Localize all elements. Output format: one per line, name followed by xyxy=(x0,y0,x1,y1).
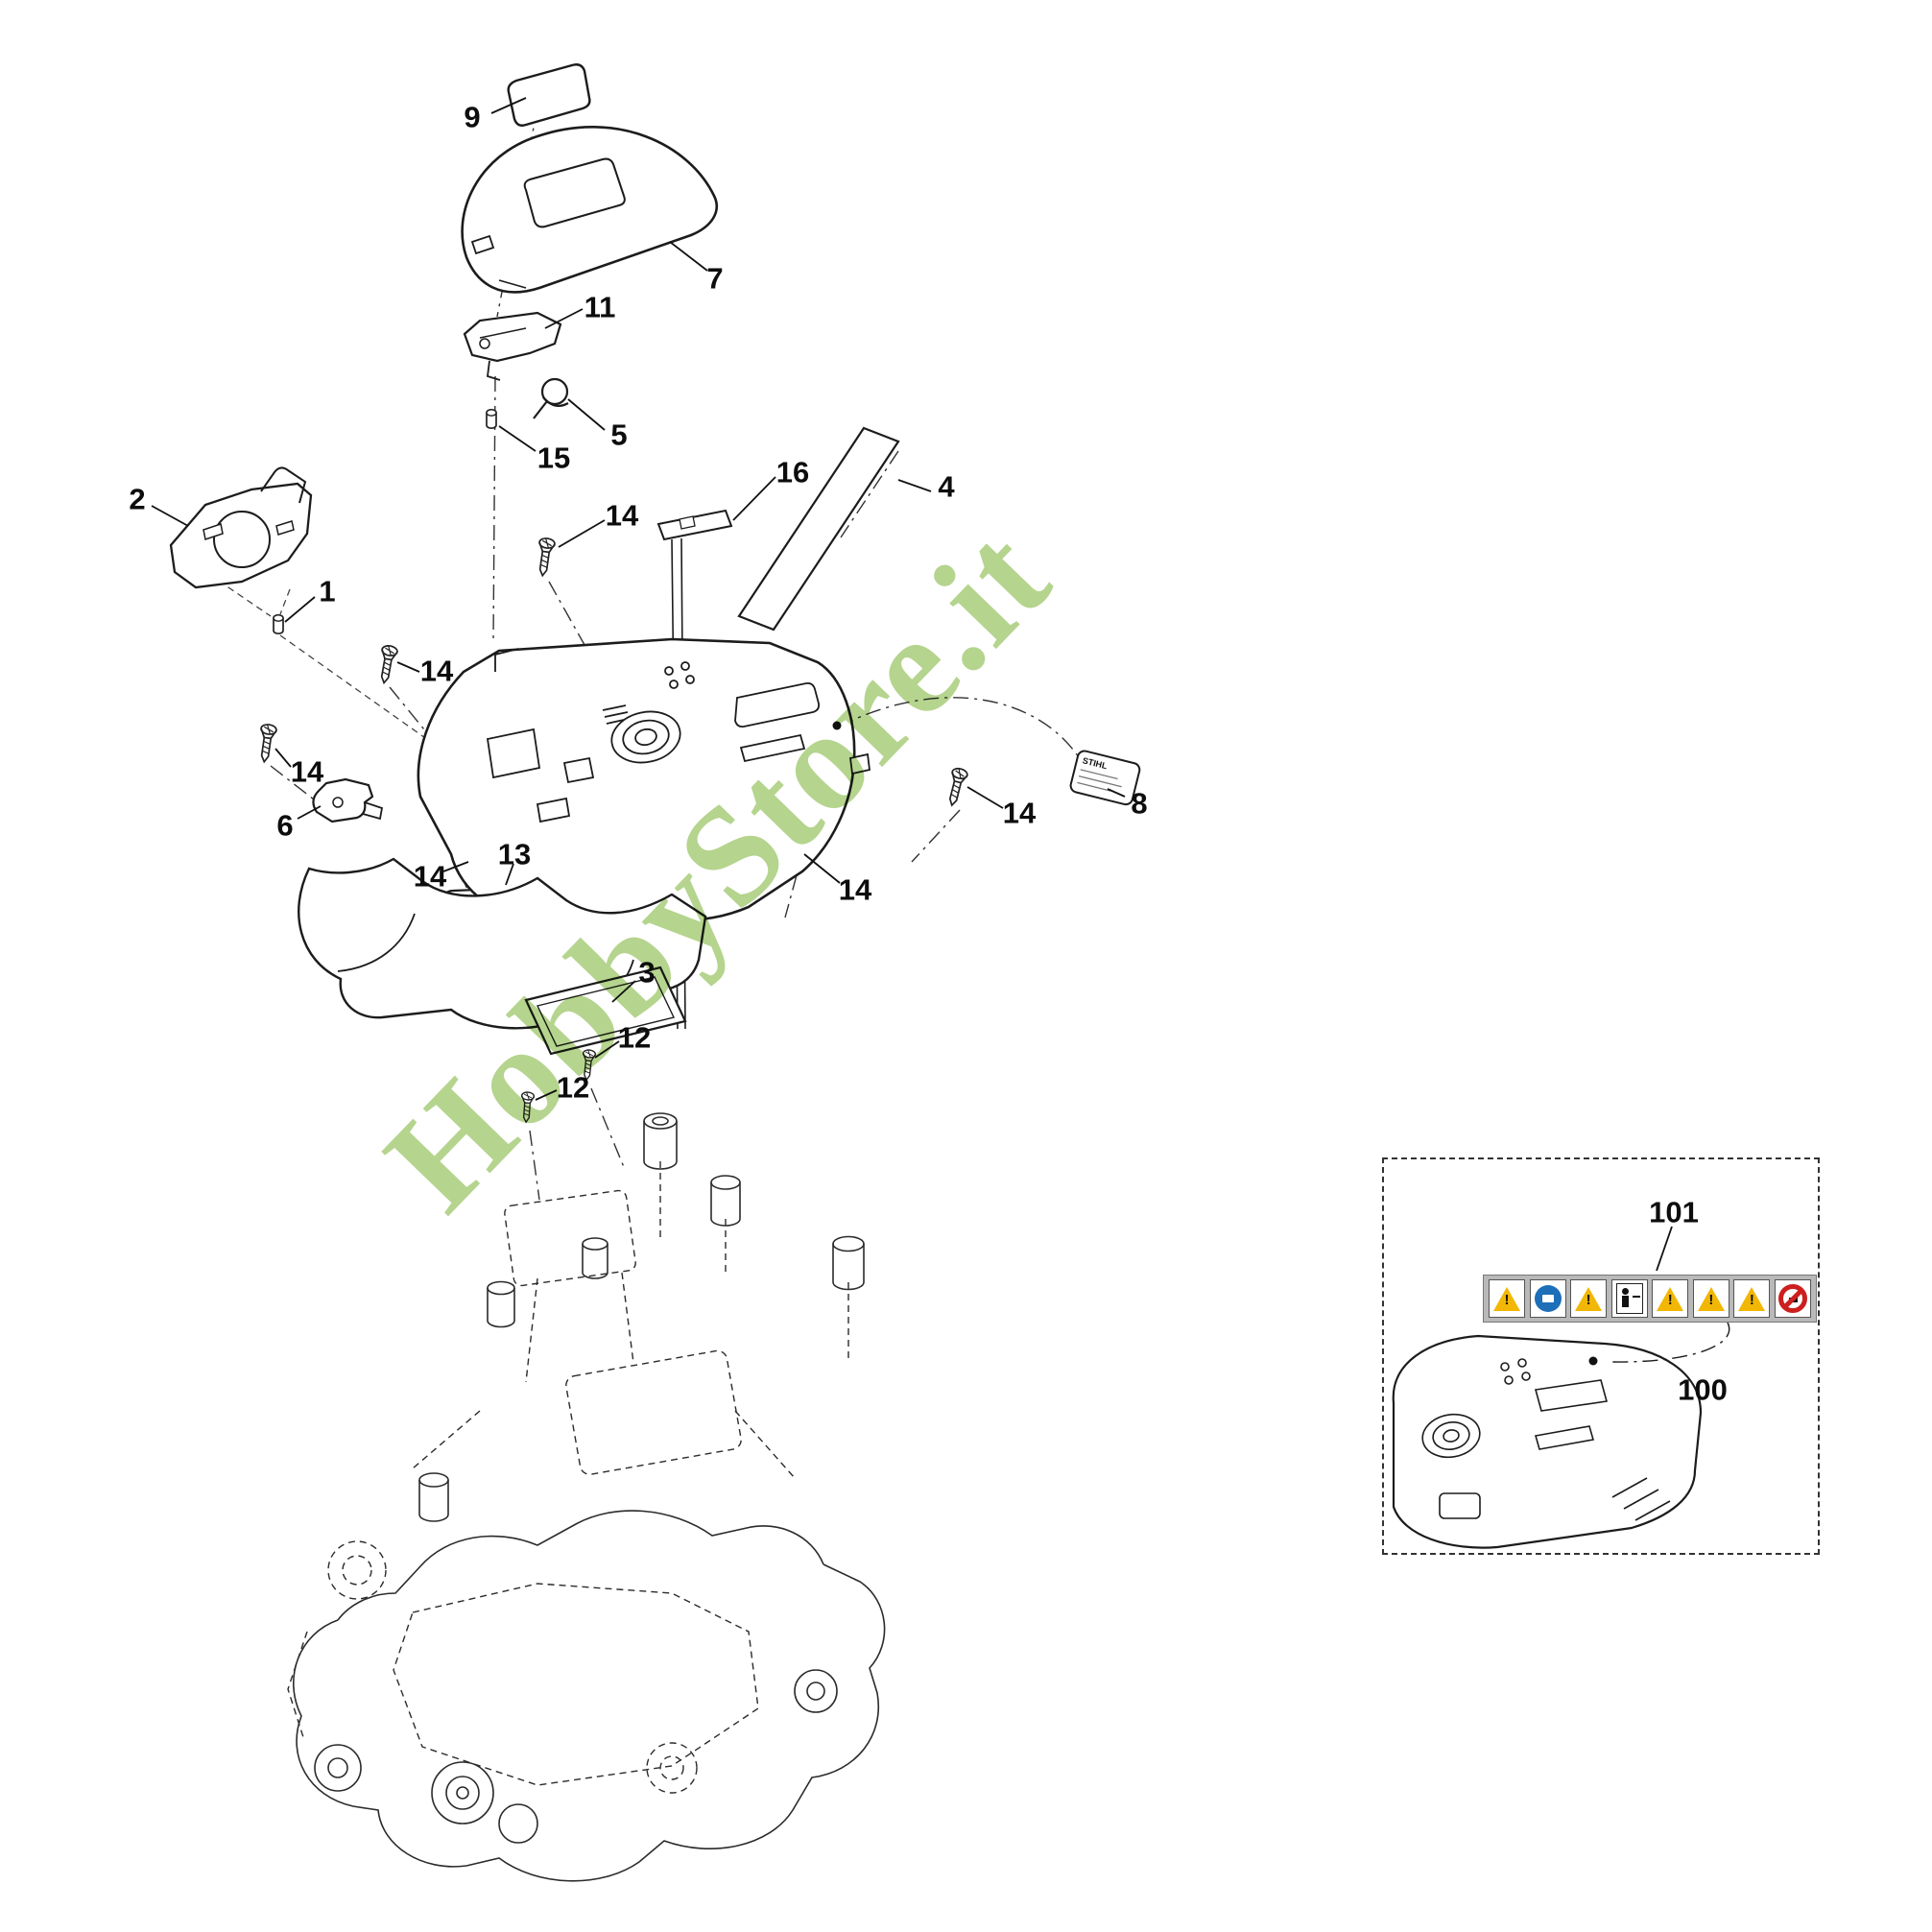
part-clamp-6 xyxy=(312,777,384,823)
screw-14-c xyxy=(255,723,278,764)
warning-triangle-icon: ! xyxy=(1657,1286,1684,1311)
screw-12-b xyxy=(519,1090,536,1124)
part-latch-bracket-11 xyxy=(463,311,562,381)
callout-101: 101 xyxy=(1649,1195,1699,1229)
part-cover-plate-2 xyxy=(169,466,313,589)
general-warning-icon: ! xyxy=(1489,1279,1525,1318)
callout-15: 15 xyxy=(537,441,571,475)
part-rating-label-8: STIHL xyxy=(1069,750,1141,806)
callout-13: 13 xyxy=(497,837,532,871)
callout-12-b: 12 xyxy=(556,1070,590,1105)
warning-triangle-icon: ! xyxy=(1575,1286,1603,1311)
part-rear-panel-4 xyxy=(737,426,900,632)
slope-warning-icon: ! xyxy=(1652,1279,1689,1318)
callout-14-f: 14 xyxy=(838,872,872,907)
warning-label-strip-101: ! ! ! ! ! xyxy=(1483,1275,1817,1323)
inset-dashdot-leader xyxy=(1611,1322,1730,1363)
chassis-assembly xyxy=(287,1112,886,1882)
no-riding-icon xyxy=(1774,1279,1811,1318)
callout-14-c: 14 xyxy=(290,754,324,789)
part-pin-1 xyxy=(273,613,284,635)
thrown-objects-icon: ! xyxy=(1692,1279,1729,1318)
callout-1: 1 xyxy=(319,574,336,608)
warning-triangle-icon: ! xyxy=(1697,1286,1725,1311)
callout-11: 11 xyxy=(584,290,616,324)
blue-mandatory-icon xyxy=(1534,1285,1562,1312)
callout-9: 9 xyxy=(464,100,481,134)
screw-14-a xyxy=(534,537,557,578)
sharp-blades-icon: ! xyxy=(1570,1279,1608,1318)
part-cover-pad-9 xyxy=(507,63,591,127)
callout-14-d: 14 xyxy=(413,859,447,894)
part-top-cover-7 xyxy=(461,125,719,294)
read-manual-icon xyxy=(1529,1279,1566,1318)
inset-detail-box xyxy=(1382,1157,1820,1555)
screw-14-b xyxy=(375,643,399,685)
callout-3: 3 xyxy=(638,955,656,990)
callout-14-a: 14 xyxy=(605,498,639,533)
main-housing xyxy=(417,637,871,921)
keep-distance-icon xyxy=(1610,1279,1648,1318)
callout-7: 7 xyxy=(706,261,724,296)
screw-14-e xyxy=(943,766,969,808)
part-base-plate-3 xyxy=(524,966,687,1056)
person-distance-icon xyxy=(1615,1283,1643,1314)
callout-100: 100 xyxy=(1678,1372,1728,1407)
wheel-circles xyxy=(314,1669,838,1844)
callout-14-b: 14 xyxy=(419,654,454,688)
warning-triangle-icon: ! xyxy=(1493,1286,1520,1311)
prohibition-icon xyxy=(1777,1284,1807,1313)
hands-feet-warning-icon: ! xyxy=(1733,1279,1771,1318)
callout-4: 4 xyxy=(938,469,955,504)
callout-8: 8 xyxy=(1131,786,1148,821)
callout-14-e: 14 xyxy=(1002,796,1037,830)
warning-triangle-icon: ! xyxy=(1738,1286,1766,1311)
callout-12-a: 12 xyxy=(617,1020,652,1055)
callout-6: 6 xyxy=(276,808,294,843)
callout-16: 16 xyxy=(775,455,810,489)
motor-cylinders xyxy=(418,1112,865,1522)
callout-2: 2 xyxy=(129,482,146,516)
part-spring-5 xyxy=(533,377,569,419)
fastening-dot xyxy=(832,721,842,730)
inset-machine-sketch xyxy=(1392,1322,1730,1549)
callout-5: 5 xyxy=(610,417,628,452)
inset-fastening-dot xyxy=(1588,1356,1598,1366)
part-pin-15 xyxy=(486,408,497,430)
leader-lines xyxy=(151,97,1690,1421)
